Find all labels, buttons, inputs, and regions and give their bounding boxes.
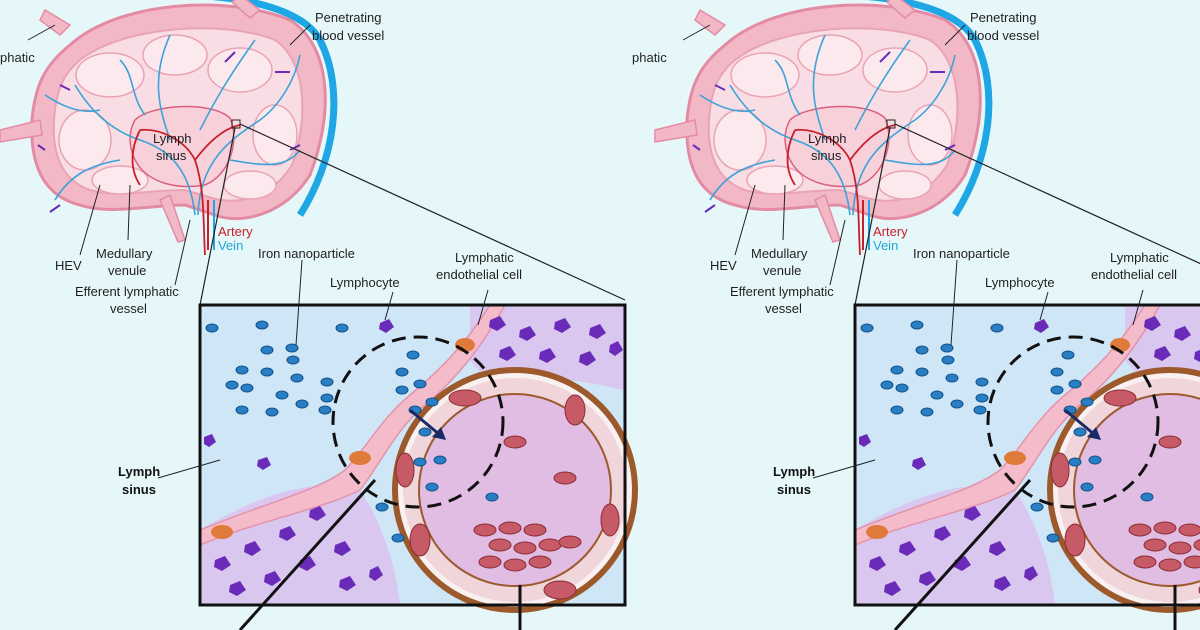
- label-medullary-2: venule: [108, 263, 146, 278]
- label-efferent-2-right: vessel: [765, 301, 802, 316]
- label-penetrating-1: Penetrating: [315, 10, 382, 25]
- label-lymphocyte-right: Lymphocyte: [985, 275, 1055, 290]
- label-hev: HEV: [55, 258, 82, 273]
- label-iron-nanoparticle-right: Iron nanoparticle: [913, 246, 1010, 261]
- label-lymphatic: phatic: [0, 50, 35, 65]
- label-lymph-sinus-top-1-right: Lymph: [808, 131, 847, 146]
- label-iron-nanoparticle: Iron nanoparticle: [258, 246, 355, 261]
- label-artery-right: Artery: [873, 224, 908, 239]
- label-efferent-2: vessel: [110, 301, 147, 316]
- labels-right: phatic Penetrating blood vessel Lymph si…: [632, 10, 1177, 497]
- label-efferent-1: Efferent lymphatic: [75, 284, 179, 299]
- label-efferent-1-right: Efferent lymphatic: [730, 284, 834, 299]
- label-vein-right: Vein: [873, 238, 898, 253]
- labels-left: phatic Penetrating blood vessel Lymph si…: [0, 10, 522, 497]
- diagram-panel-right: [655, 0, 1200, 630]
- label-lymphocyte: Lymphocyte: [330, 275, 400, 290]
- label-medullary-1: Medullary: [96, 246, 153, 261]
- diagram-panel-left: [0, 0, 635, 630]
- label-lymph-sinus-box-1: Lymph: [118, 464, 160, 479]
- label-lec-2-right: endothelial cell: [1091, 267, 1177, 282]
- label-medullary-1-right: Medullary: [751, 246, 808, 261]
- label-lec-2: endothelial cell: [436, 267, 522, 282]
- label-penetrating-2-right: blood vessel: [967, 28, 1039, 43]
- label-penetrating-1-right: Penetrating: [970, 10, 1037, 25]
- label-lymph-sinus-box-2-right: sinus: [777, 482, 811, 497]
- label-lymph-sinus-top-2: sinus: [156, 148, 187, 163]
- label-lec-1-right: Lymphatic: [1110, 250, 1169, 265]
- label-artery: Artery: [218, 224, 253, 239]
- label-lec-1: Lymphatic: [455, 250, 514, 265]
- label-lymph-sinus-box-2: sinus: [122, 482, 156, 497]
- label-lymph-sinus-box-1-right: Lymph: [773, 464, 815, 479]
- label-penetrating-2: blood vessel: [312, 28, 384, 43]
- label-medullary-2-right: venule: [763, 263, 801, 278]
- label-lymph-sinus-top-2-right: sinus: [811, 148, 842, 163]
- label-lymph-sinus-top-1: Lymph: [153, 131, 192, 146]
- label-vein: Vein: [218, 238, 243, 253]
- label-lymphatic-right: phatic: [632, 50, 667, 65]
- label-hev-right: HEV: [710, 258, 737, 273]
